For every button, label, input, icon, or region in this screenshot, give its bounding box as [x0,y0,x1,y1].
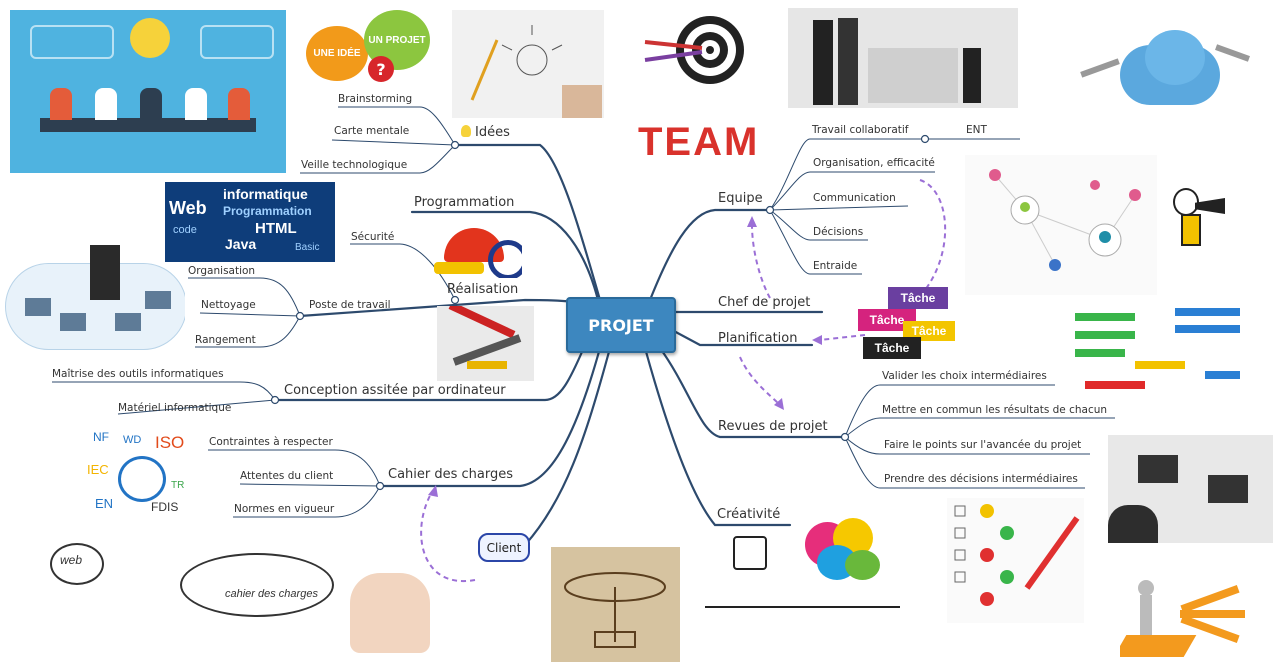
branch-planif [670,328,814,347]
center-node-projet[interactable]: PROJET [566,297,676,353]
revues-child-valider[interactable]: Valider les choix intermédiaires [882,370,1047,382]
davinci-helicopter-sketch [551,547,680,662]
poste-child-rangement[interactable]: Rangement [195,334,256,346]
branch-label-revues[interactable]: Revues de projet [718,419,828,434]
computer-network-image [5,243,185,355]
safety-helmet-image [430,220,522,278]
revues-child-mettre[interactable]: Mettre en commun les résultats de chacun [882,404,1108,416]
equipe-child-decisions[interactable]: Décisions [813,226,864,238]
tache-blocks-image: Tâche Tâche Tâche Tâche [858,285,958,360]
branch-label-programmation[interactable]: Programmation [414,195,515,210]
team-figures-image: TEAM [630,98,770,174]
word-informatique: informatique [223,186,308,202]
branch-label-planification[interactable]: Planification [718,331,798,346]
lightbulb-icon [461,125,471,137]
poste-child-nettoyage[interactable]: Nettoyage [201,299,256,311]
equipe-child-organisation[interactable]: Organisation, efficacité [813,157,935,169]
conception-child-materiel[interactable]: Matériel informatique [118,402,232,414]
tache-block-1: Tâche [888,287,948,309]
conception-child-maitrise[interactable]: Maîtrise des outils informatiques [52,368,224,380]
team-meeting-illustration [10,10,286,173]
hand-tools-image [437,306,534,381]
target-darts-icon [640,12,748,90]
branch-label-cahier[interactable]: Cahier des charges [388,467,514,482]
puzzle-business-people-image [788,8,1018,108]
branch-equipe [648,208,772,302]
branch-client [523,346,612,547]
idees-label: Idées [475,125,510,140]
crossroads-arrows-figure [1120,575,1252,663]
idees-child-brainstorming[interactable]: Brainstorming [338,93,413,105]
idees-child-carte-mentale[interactable]: Carte mentale [334,125,410,137]
branch-label-realisation[interactable]: Réalisation [447,282,519,297]
cahier-child-contraintes[interactable]: Contraintes à respecter [209,436,333,448]
branch-label-equipe[interactable]: Equipe [718,191,763,206]
tache-block-3: Tâche [903,321,955,341]
norm-nf: NF [93,430,109,444]
lightbulb-sketch-image [452,10,604,118]
cahier-des-charges-sketch: web cahier des charges [30,523,435,655]
norm-wd: WD [123,434,142,446]
sketch-web-text: web [60,553,83,567]
sketch-cahier-text: cahier des charges [225,588,318,600]
branch-revues [658,346,847,439]
realisation-child-securite[interactable]: Sécurité [351,231,395,243]
branch-label-chef[interactable]: Chef de projet [718,295,811,310]
branch-idees [453,143,602,302]
norm-iso: ISO [155,433,185,452]
equipe-child-communication[interactable]: Communication [813,192,896,204]
equipe-child-ent[interactable]: ENT [966,124,987,136]
gantt-chart-image [1075,303,1245,398]
revues-child-faire[interactable]: Faire le points sur l'avancée du projet [884,439,1082,451]
idees-child-veille[interactable]: Veille technologique [301,159,408,171]
branch-conception [273,343,587,402]
branch-cahier [378,346,602,488]
megaphone-figure-sketch [1163,180,1248,248]
branch-label-conception[interactable]: Conception assitée par ordinateur [284,383,506,398]
creativity-figure-splash [705,510,900,610]
standards-norms-globe: NF WD ISO IEC TR EN FDIS [85,428,195,518]
cahier-child-normes[interactable]: Normes en vigueur [234,503,335,515]
word-html: HTML [255,220,297,237]
branch-label-client[interactable]: Client [478,533,530,562]
word-code: code [173,224,197,236]
norm-iec: IEC [87,462,109,477]
equipe-child-entraide[interactable]: Entraide [813,260,858,272]
people-network-image [965,155,1157,295]
norm-tr: TR [171,480,185,491]
revues-child-prendre[interactable]: Prendre des décisions intermédiaires [884,473,1078,485]
word-java: Java [225,236,257,252]
tache-block-2: Tâche [858,309,916,331]
realisation-child-poste[interactable]: Poste de travail [309,299,391,311]
branch-label-creativite[interactable]: Créativité [717,507,781,522]
meeting-laptops-photo [1108,435,1273,543]
norm-en: EN [95,496,114,511]
cloud-tools-icon [1080,15,1250,120]
web-informatique-wordcloud: Web informatique Programmation HTML Java… [165,182,335,262]
poste-child-organisation[interactable]: Organisation [188,265,256,277]
satisfaction-checklist-image [947,498,1084,623]
branch-programmation [410,210,600,302]
branch-label-idees[interactable]: Idées [461,125,510,140]
equipe-child-travail[interactable]: Travail collaboratif [812,124,909,136]
word-programmation: Programmation [223,204,312,218]
une-idee-text: UNE IDÉE [306,26,368,81]
team-letters: TEAM [638,120,760,164]
branch-creativite [643,346,792,527]
norm-fdis: FDIS [151,500,179,514]
word-basic: Basic [295,242,320,253]
une-idee-un-projet-badge: UNE IDÉE UN PROJET ? [306,8,436,88]
cahier-child-attentes[interactable]: Attentes du client [240,470,334,482]
word-web: Web [169,198,207,218]
tache-block-4: Tâche [863,337,921,359]
